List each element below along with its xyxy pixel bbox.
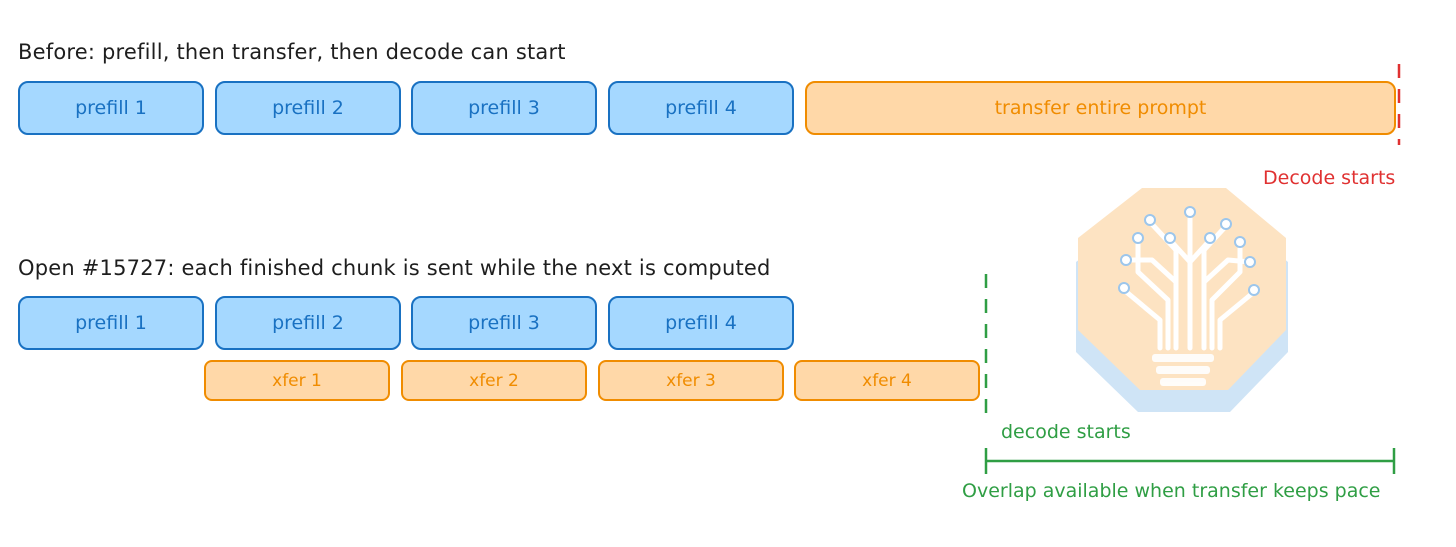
lightbulb-circuit-icon	[1076, 188, 1288, 412]
after-prefill-1: prefill 1	[18, 296, 204, 350]
before-prefill-1: prefill 1	[18, 81, 204, 135]
after-prefill-4: prefill 4	[608, 296, 794, 350]
after-xfer-4: xfer 4	[794, 360, 980, 401]
after-decode-label: decode starts	[1001, 421, 1131, 443]
before-transfer-block: transfer entire prompt	[805, 81, 1396, 135]
before-decode-label: Decode starts	[1263, 167, 1396, 189]
after-xfer-2: xfer 2	[401, 360, 587, 401]
after-prefill-3: prefill 3	[411, 296, 597, 350]
after-caption: Open #15727: each finished chunk is sent…	[18, 256, 771, 280]
before-caption: Before: prefill, then transfer, then dec…	[18, 40, 566, 64]
overlap-label: Overlap available when transfer keeps pa…	[962, 480, 1381, 502]
before-prefill-2: prefill 2	[215, 81, 401, 135]
before-prefill-3: prefill 3	[411, 81, 597, 135]
after-prefill-2: prefill 2	[215, 296, 401, 350]
before-prefill-4: prefill 4	[608, 81, 794, 135]
after-xfer-1: xfer 1	[204, 360, 390, 401]
after-xfer-3: xfer 3	[598, 360, 784, 401]
overlap-span-bracket	[984, 448, 1396, 474]
